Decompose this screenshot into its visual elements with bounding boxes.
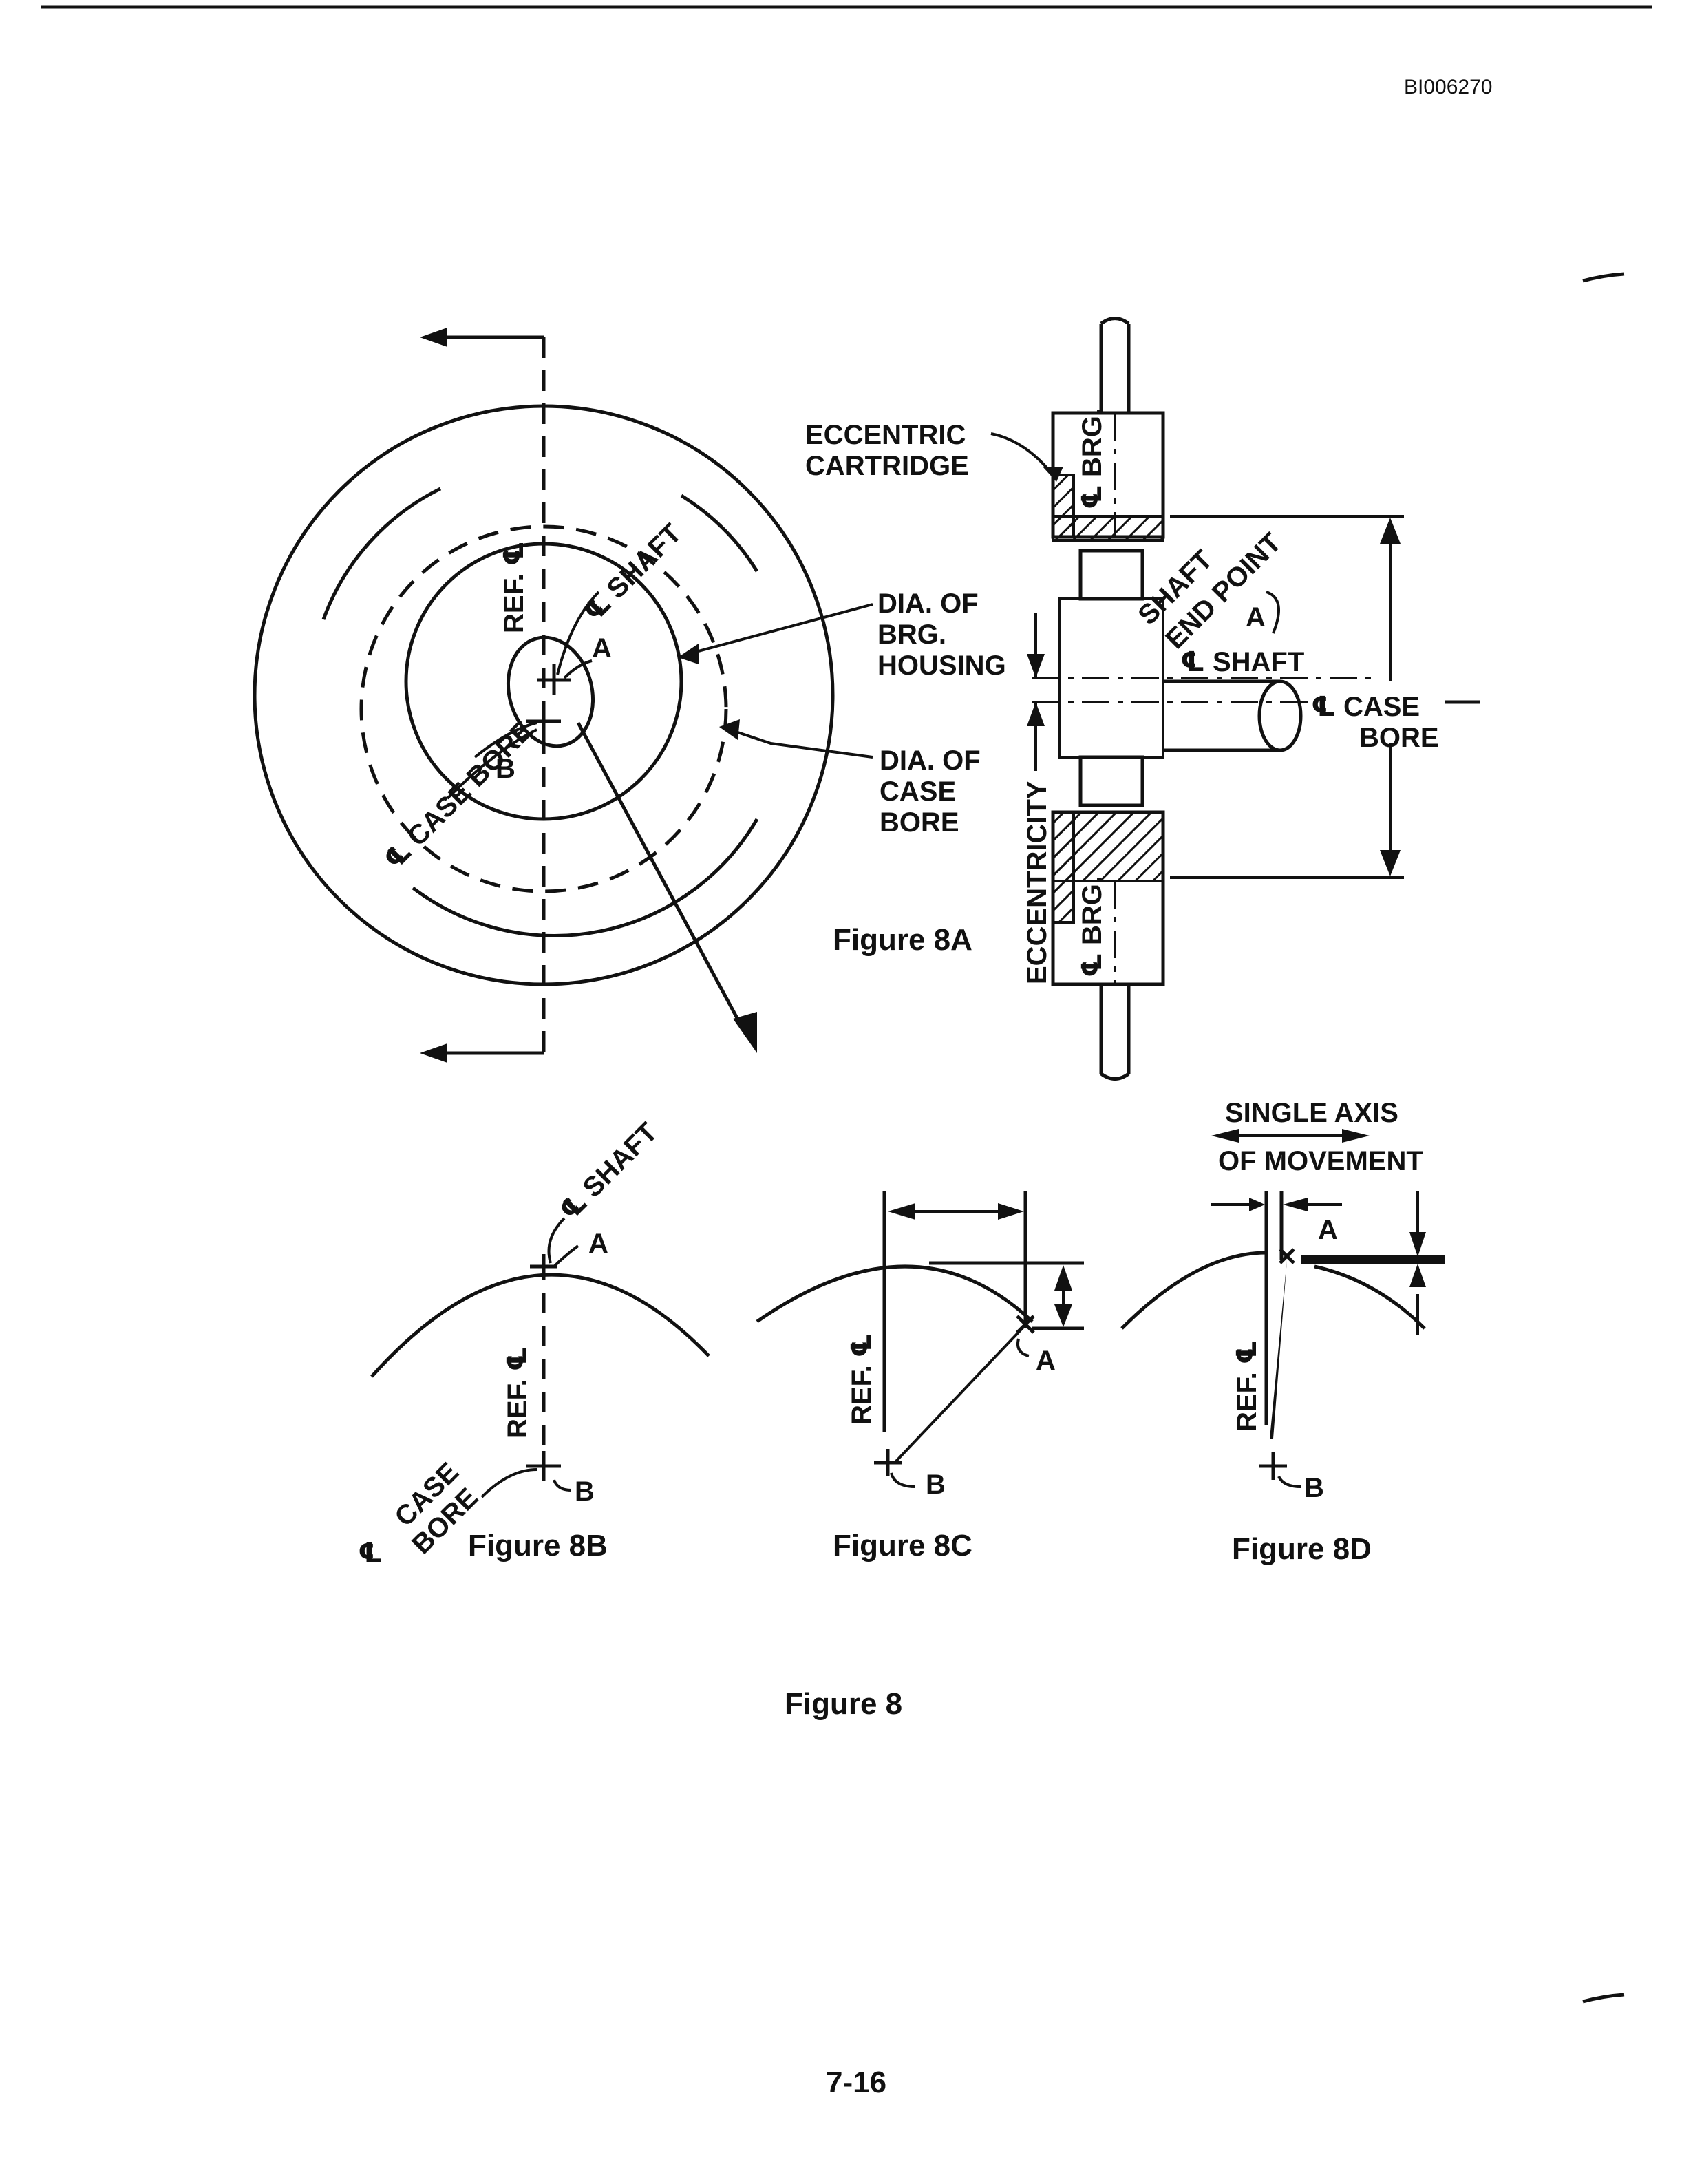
figure-8d: SINGLE AXIS OF MOVEMENT REF. ℄ A B Figur… (1120, 1098, 1445, 1566)
fig8b-point-a-label: A (588, 1229, 608, 1259)
fig8d-single-axis-label-1: SINGLE AXIS (1225, 1098, 1398, 1128)
brg-housing-leader (688, 603, 873, 655)
fig8b-cl-symbol: ℄ (358, 1538, 383, 1569)
point-b-cross (526, 706, 561, 736)
fig8d-point-a (1279, 1248, 1295, 1264)
fig8d-arc-right (1314, 1264, 1426, 1330)
fig8c-point-b-label: B (926, 1470, 946, 1500)
case-outer-circle (253, 404, 835, 986)
case-bore-arc-left (321, 487, 442, 620)
case-bore-leader (446, 728, 537, 800)
figure-8b: ℄ SHAFT A REF. ℄ B CASE BORE ℄ Figure 8B (358, 1117, 710, 1569)
figure-title: Figure 8 (785, 1687, 902, 1721)
case-bore-arc (412, 818, 759, 937)
diagonal-arrow-line (576, 721, 749, 1037)
fig8d-point-b-label: B (1304, 1473, 1324, 1503)
ref-cl-label: REF. ℄ (499, 541, 529, 633)
fig8b-arc (370, 1273, 710, 1378)
figure-8c-caption: Figure 8C (833, 1529, 972, 1562)
fig8c-arc (756, 1264, 1034, 1324)
fig8c-point-a-label: A (1036, 1346, 1056, 1376)
shaft-ellipse (506, 635, 595, 748)
dia-brg-label-2: BRG. (877, 619, 946, 650)
fig8b-point-b (526, 1451, 561, 1481)
bearing-housing-circle (404, 542, 683, 821)
margin-mark-top (1582, 272, 1625, 283)
side-section-view: ℄ BRG. ℄ BRG. SHAFT END POINT A ℄ SHAFT … (1022, 317, 1480, 1081)
figure-8b-caption: Figure 8B (468, 1529, 608, 1562)
figure-8c: REF. ℄ A B Figure 8C (756, 1191, 1084, 1562)
page-number: 7-16 (826, 2066, 886, 2099)
fig8b-point-a (530, 1254, 557, 1279)
case-bore-dia-leader (729, 728, 873, 759)
dia-case-label-1: DIA. OF (880, 745, 981, 776)
case-bore-dashed-circle (359, 524, 728, 893)
fig8b-ref-cl-label: REF. ℄ (502, 1346, 533, 1439)
point-b-leader (473, 721, 537, 759)
cl-case-bore-side-label-1: ℄ CASE (1311, 692, 1420, 722)
eccentric-label-2: CARTRIDGE (805, 451, 969, 481)
fig8c-ref-cl-label: REF. ℄ (846, 1333, 877, 1425)
shaft-end-point-a-label: A (1246, 602, 1266, 633)
cl-brg-bottom-label: ℄ BRG. (1077, 876, 1107, 977)
fig8c-point-b (874, 1449, 902, 1476)
dia-case-label-2: CASE (880, 776, 956, 807)
fig8d-arc-left (1120, 1251, 1267, 1330)
point-a-cross (537, 664, 571, 695)
dia-case-label-3: BORE (880, 807, 959, 838)
cl-case-bore-label: ℄ CASE BORE (379, 715, 538, 875)
fig8d-ref-cl-label: REF. ℄ (1232, 1339, 1262, 1432)
margin-mark-bottom (1582, 1993, 1625, 2004)
fig8d-point-a-label: A (1318, 1215, 1338, 1245)
point-a-label: A (592, 633, 612, 664)
dia-brg-label-1: DIA. OF (877, 589, 979, 619)
fig8b-point-b-label: B (575, 1476, 595, 1507)
section-cut-line (420, 328, 546, 1063)
figure-8a-caption: Figure 8A (833, 923, 972, 957)
eccentric-label-1: ECCENTRIC (805, 420, 966, 450)
cl-brg-top-label: ℄ BRG. (1077, 408, 1107, 509)
cl-case-bore-side-label-2: BORE (1359, 723, 1439, 753)
fig8b-cl-shaft-label: ℄ SHAFT (554, 1117, 663, 1227)
shaft-leader (556, 591, 600, 675)
figure-8a: REF. ℄ ℄ SHAFT A B ℄ CASE BORE ECCENTRIC… (253, 328, 1063, 1063)
case-bore-arc-top (680, 494, 759, 573)
dia-brg-label-3: HOUSING (877, 650, 1006, 681)
eccentric-leader (990, 432, 1054, 476)
point-a-leader (563, 659, 593, 679)
eccentricity-label: ECCENTRICITY (1022, 781, 1052, 984)
fig8d-single-axis-label-2: OF MOVEMENT (1218, 1146, 1423, 1176)
document-id: BI006270 (1404, 76, 1492, 98)
cl-shaft-side-label: ℄ SHAFT (1180, 647, 1304, 677)
diagonal-arrow-head (733, 1012, 757, 1053)
point-b-label: B (496, 754, 515, 784)
figure-8d-caption: Figure 8D (1232, 1532, 1372, 1566)
fig8d-point-b (1259, 1452, 1287, 1480)
